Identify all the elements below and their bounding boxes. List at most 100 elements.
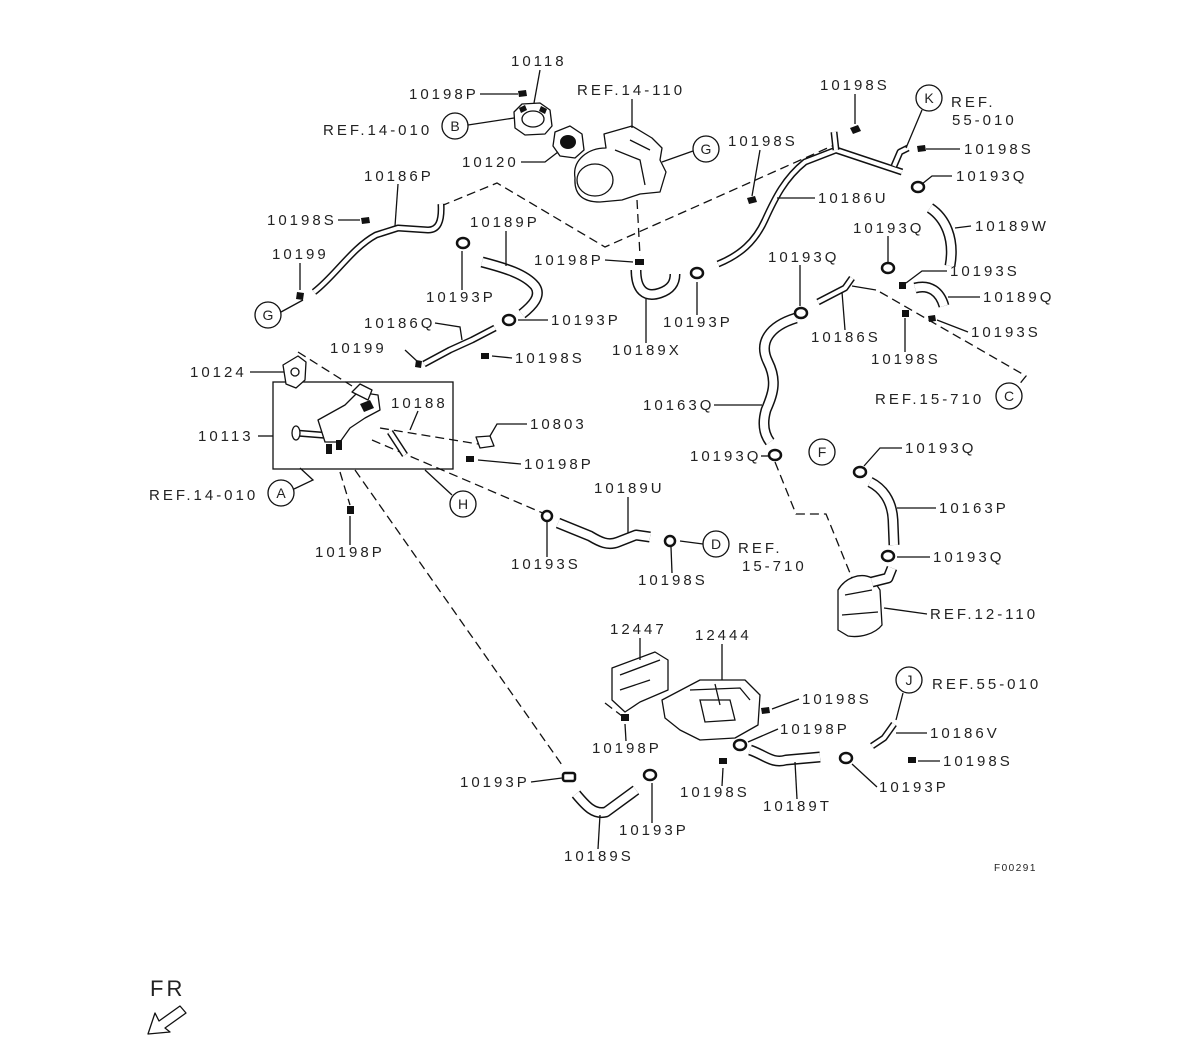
part-number-label: 10198P	[315, 544, 385, 561]
leader-line	[863, 447, 902, 467]
connector-letter: J	[906, 672, 913, 688]
leader-lines	[250, 69, 980, 850]
connector-body	[475, 435, 495, 449]
part-number-label: 10193P	[663, 314, 733, 331]
hose-10189u-inner	[556, 519, 651, 548]
clip	[917, 145, 926, 152]
clip	[361, 217, 370, 224]
part-number-label: 10199	[330, 340, 387, 357]
part-number-label: 10193P	[619, 822, 689, 839]
hose-clamp	[642, 768, 658, 782]
water-passage-10113	[291, 383, 381, 454]
part-number-label: 10193P	[426, 289, 496, 306]
housing-port	[576, 163, 614, 197]
connector-circle	[692, 135, 720, 163]
clip	[347, 506, 354, 514]
pipe-10186s-inner	[817, 276, 854, 304]
part-number-label: 10193S	[950, 263, 1020, 280]
clip	[296, 292, 304, 300]
part-number-label: 10198S	[802, 691, 872, 708]
cap-center	[521, 110, 545, 128]
route-line	[297, 351, 353, 387]
part-number-label: 10193S	[971, 324, 1041, 341]
cooler-detail	[689, 683, 751, 723]
pipe-10186v-inner	[870, 722, 896, 748]
hose-clamp	[910, 180, 926, 194]
part-number-label: 10193P	[460, 774, 530, 791]
bracket-12447	[611, 651, 669, 713]
leader-line	[624, 723, 627, 742]
passage-flange	[351, 383, 373, 401]
leader-line	[491, 355, 513, 359]
clip	[899, 282, 906, 289]
part-number-label: 10189T	[763, 798, 832, 815]
part-number-label: 10186P	[364, 168, 434, 185]
part-number-label: 10198S	[267, 212, 337, 229]
part-number-label: 10198S	[820, 77, 890, 94]
leader-line	[921, 175, 952, 185]
part-number-label: 10186U	[818, 190, 889, 207]
tank-hose-neck-inner	[871, 566, 896, 586]
hose-clamp	[767, 448, 783, 462]
part-number-label: 10188	[391, 395, 448, 412]
connector-letter: B	[450, 118, 459, 134]
clip	[719, 758, 727, 764]
part-number-label: 10163Q	[643, 397, 714, 414]
leader-line	[597, 814, 601, 850]
leader-line	[533, 69, 541, 104]
pipe-detail	[851, 285, 877, 291]
part-number-label: 10193Q	[933, 549, 1004, 566]
connector-letter: C	[1004, 388, 1014, 404]
route-line	[774, 461, 853, 579]
part-number-label: 10198S	[515, 350, 585, 367]
part-number-label: 10198S	[638, 572, 708, 589]
hose-clamp	[880, 549, 896, 563]
clip	[850, 125, 861, 134]
thermostat-cap	[513, 102, 553, 136]
connector-markers: B G K G C F A H D J	[254, 84, 1023, 694]
route-line	[636, 199, 641, 257]
part-number-label: 10198P	[780, 721, 850, 738]
hose-10163p-inner	[868, 478, 898, 546]
gasket-10124	[282, 355, 307, 389]
part-number-label: 10198P	[524, 456, 594, 473]
clip	[928, 315, 936, 322]
connector-letter: K	[924, 90, 934, 106]
part-number-label: 10189Q	[983, 289, 1054, 306]
connector-circle	[915, 84, 943, 112]
ref-label: REF.14-110	[577, 82, 685, 99]
connector-circle	[702, 530, 730, 558]
part-number-label: 10198S	[728, 133, 798, 150]
bracket-detail	[619, 659, 661, 691]
part-number-label: 10118	[511, 53, 567, 70]
leader-line	[936, 319, 969, 333]
connector-circle	[808, 438, 836, 466]
connector-letter: D	[711, 536, 721, 552]
part-number-label: 10193Q	[905, 440, 976, 457]
leader-line	[404, 349, 419, 363]
pipe-10186q-inner	[423, 326, 496, 366]
part-number-label: 10193Q	[768, 249, 839, 266]
cooler-12444	[661, 679, 761, 741]
connector-letter: H	[458, 496, 468, 512]
part-number-label: 10198P	[534, 252, 604, 269]
leader-line	[841, 291, 846, 331]
part-number-label: 10186Q	[364, 315, 435, 332]
reference-labels: REF.14-110 REF.14-010 REF. 55-010 REF.15…	[149, 82, 1038, 693]
connector-circle	[995, 382, 1023, 410]
part-number-label: 10189P	[470, 214, 540, 231]
route-line	[440, 145, 833, 248]
assembly-frame	[272, 381, 454, 470]
thermostat-core	[560, 135, 576, 149]
ref-label: REF.	[951, 94, 996, 111]
passage-fitting	[326, 400, 374, 454]
connector-letter: F	[818, 444, 827, 460]
hose-clamp	[880, 261, 896, 275]
pipe-10188-inner	[388, 430, 407, 457]
clip	[518, 90, 527, 97]
part-number-label: 12447	[610, 621, 667, 638]
tank-detail	[841, 589, 879, 616]
pipe-10186u-branch-inner	[832, 131, 838, 151]
part-number-label: 10186V	[930, 725, 1000, 742]
part-number-label: 10193Q	[853, 220, 924, 237]
